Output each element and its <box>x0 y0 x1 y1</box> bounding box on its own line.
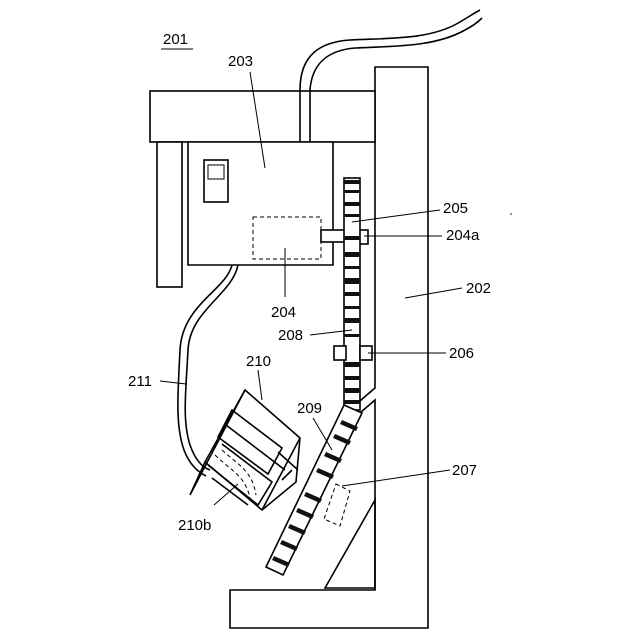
label-206: 206 <box>449 345 474 362</box>
leader-211 <box>160 381 186 384</box>
hanging-post <box>157 142 182 287</box>
stray-dot <box>510 213 512 215</box>
frame-202-lower-triangle <box>325 500 375 588</box>
label-207: 207 <box>452 462 477 479</box>
label-210: 210 <box>246 353 271 370</box>
label-209: 209 <box>297 400 322 417</box>
camera-unit-210 <box>190 390 300 510</box>
label-204a: 204a <box>446 227 480 244</box>
label-201: 201 <box>163 31 188 48</box>
leader-207 <box>342 470 450 486</box>
label-208: 208 <box>278 327 303 344</box>
connector-204a-arm <box>321 230 345 242</box>
label-210b: 210b <box>178 517 211 534</box>
label-204: 204 <box>271 304 296 321</box>
ceiling-beam <box>150 91 375 142</box>
hidden-part-207 <box>324 484 350 526</box>
leader-210 <box>258 370 262 400</box>
label-203: 203 <box>228 53 253 70</box>
label-202: 202 <box>466 280 491 297</box>
label-205: 205 <box>443 200 468 217</box>
leader-202 <box>405 288 462 298</box>
leader-205 <box>352 210 440 222</box>
connector-206-left <box>334 346 346 360</box>
label-211: 211 <box>128 373 152 390</box>
